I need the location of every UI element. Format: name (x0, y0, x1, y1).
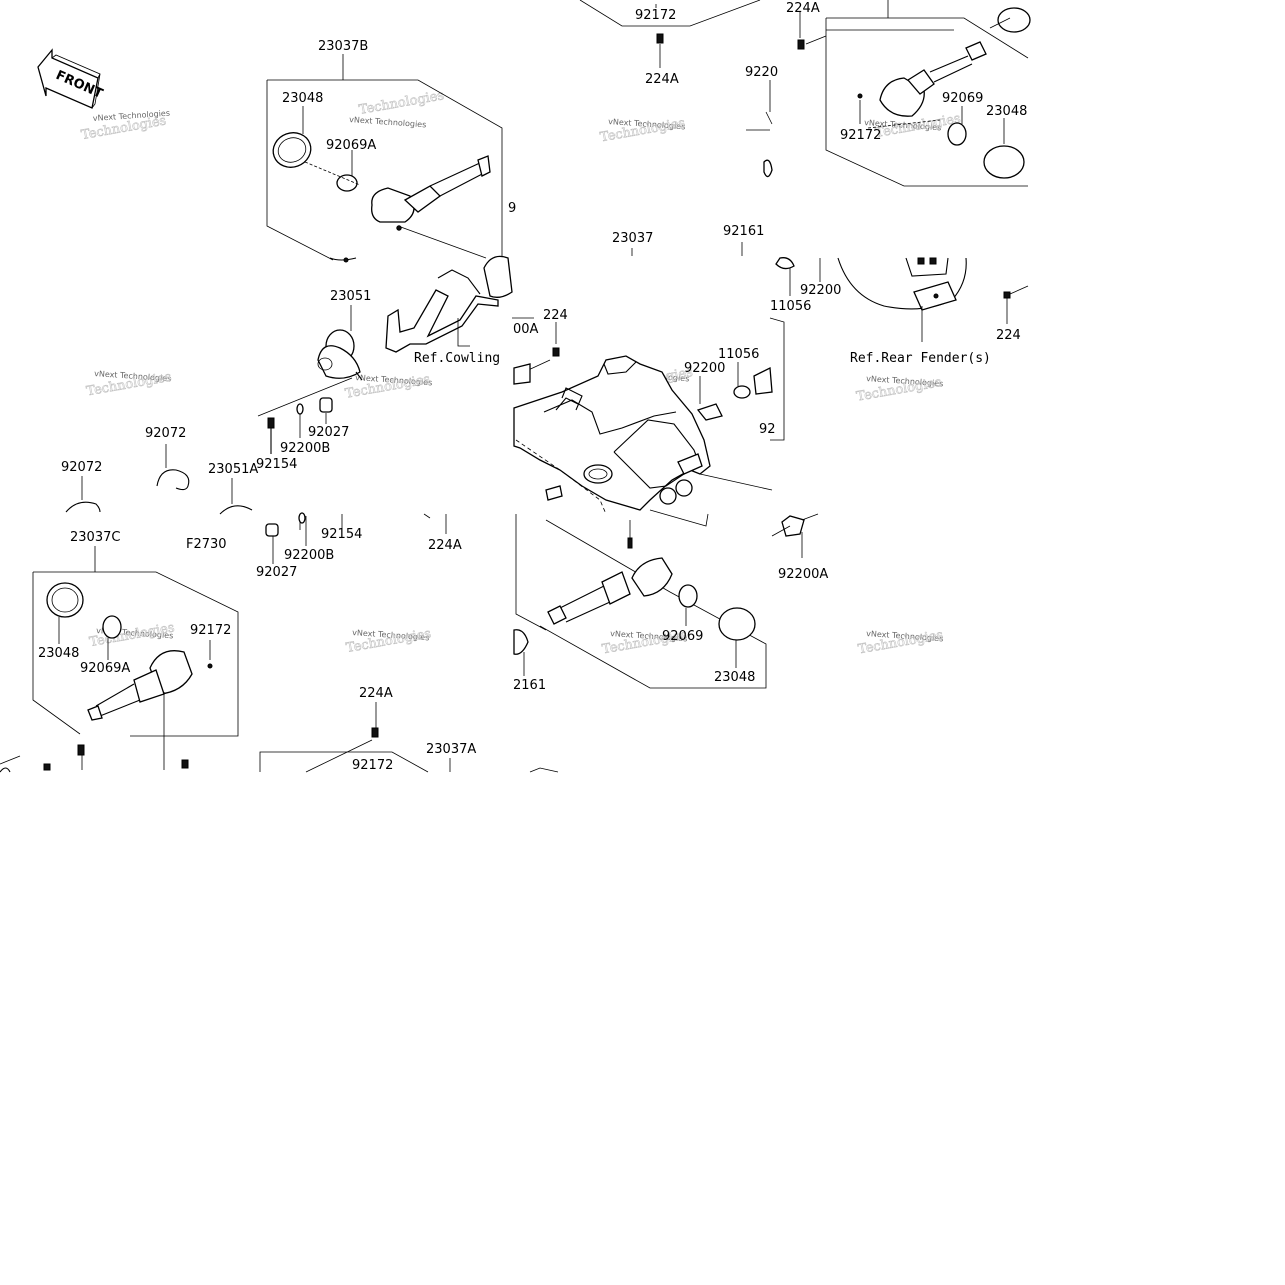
part-number-label: 00A (513, 322, 539, 337)
part-labels: 23037B 23048 92069A 9 23051 Ref.Cowling … (38, 1, 1027, 773)
part-number-label: 9220 (745, 65, 778, 80)
part-number-label: 224A (645, 72, 679, 87)
front-cowling (512, 242, 821, 558)
part-number-label: 92200A (778, 567, 828, 582)
part-number-label: 92027 (308, 425, 349, 440)
part-number-label: 23051A (208, 462, 258, 477)
assembly-front-right (513, 514, 767, 689)
part-number-label: 23037C (70, 530, 120, 545)
ref-label: Ref.Cowling (414, 351, 500, 366)
part-number-label: 9 (508, 201, 516, 216)
assembly-23037B (266, 54, 503, 263)
part-number-label: 92072 (145, 426, 186, 441)
assembly-top-center (579, 0, 773, 178)
part-number-label: 92200B (280, 441, 330, 456)
part-number-label: 92200 (684, 361, 725, 376)
part-number-label: 92069 (662, 629, 703, 644)
part-number-label: 23051 (330, 289, 371, 304)
part-number-label: 92200 (800, 283, 841, 298)
part-number-label: 23048 (282, 91, 323, 106)
clamp-92072 (65, 444, 253, 515)
part-number-label: 92161 (723, 224, 764, 239)
part-number-label: 23048 (38, 646, 79, 661)
part-number-label: 92154 (256, 457, 297, 472)
ref-label: Ref.Rear Fender(s) (850, 351, 991, 366)
rear-fender (837, 257, 1029, 342)
watermark: Technologies (358, 88, 445, 118)
part-number-label: 92069 (942, 91, 983, 106)
part-number-label: 92200B (284, 548, 334, 563)
part-number-label: 92027 (256, 565, 297, 580)
part-number-label: F2730 (186, 537, 227, 552)
fasteners-lower (265, 512, 447, 564)
part-number-label: 23048 (714, 670, 755, 685)
part-number-label: 224A (786, 1, 820, 16)
part-number-label: 92069A (326, 138, 376, 153)
part-number-label: 224 (996, 328, 1021, 343)
part-number-label: 224A (428, 538, 462, 553)
part-number-label: 11056 (770, 299, 811, 314)
assembly-23037A (259, 702, 559, 773)
part-number-label: 92172 (635, 8, 676, 23)
part-number-label: 92172 (352, 758, 393, 773)
part-number-label: 92172 (190, 623, 231, 638)
part-number-label: 224A (359, 686, 393, 701)
part-number-label: 23037B (318, 39, 368, 54)
assembly-rear-right (797, 0, 1031, 187)
fasteners-left (257, 377, 353, 454)
part-number-label: 224 (543, 308, 568, 323)
holder-23051 (317, 255, 513, 381)
part-number-label: 23048 (986, 104, 1027, 119)
part-number-label: 92 (759, 422, 776, 437)
part-number-label: 92069A (80, 661, 130, 676)
part-number-label: 2161 (513, 678, 546, 693)
part-number-label: 11056 (718, 347, 759, 362)
part-number-label: 92154 (321, 527, 362, 542)
part-number-label: 92072 (61, 460, 102, 475)
watermark: Technologies (88, 620, 175, 650)
part-number-label: 23037A (426, 742, 476, 757)
part-number-label: 92172 (840, 128, 881, 143)
part-number-label: 23037 (612, 231, 653, 246)
assembly-23037C (0, 546, 239, 773)
front-arrow-icon: FRONT (37, 48, 105, 109)
